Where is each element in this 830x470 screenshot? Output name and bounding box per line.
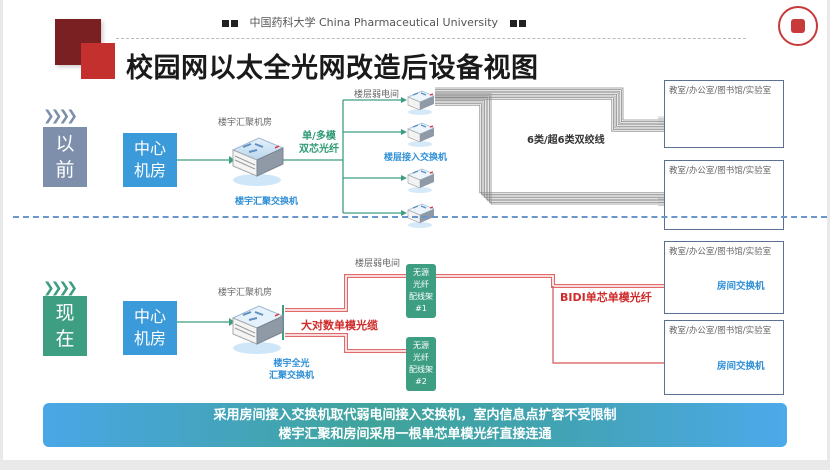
bidi-fiber-upper <box>436 275 682 287</box>
fiber-patch-panel-2: 无源 光纤 配线架 #2 <box>406 337 436 391</box>
after-center-room: 中心 机房 <box>123 301 177 355</box>
twisted-pair-bundle <box>435 87 668 205</box>
room-title: 教室/办公室/图书馆/实验室 <box>669 326 772 336</box>
fiber-patch-panel-1: 无源 光纤 配线架 #1 <box>406 264 436 318</box>
red-fiber-lines <box>282 274 682 364</box>
slide: 中国药科大学 China Pharmaceutical University 校… <box>3 0 827 460</box>
after-era-badge: 现 在 <box>43 296 87 356</box>
bidi-fiber-upper <box>436 274 682 288</box>
twisted-pair-wire <box>435 97 668 131</box>
summary-banner: 采用房间接入交换机取代弱电间接入交换机，室内信息点扩容不受限制 楼宇汇聚和房间采… <box>43 403 787 447</box>
twisted-pair-wire <box>435 103 668 195</box>
center-label-line: 中心 <box>133 139 166 158</box>
twisted-pair-wire <box>435 89 668 122</box>
before-building-room-label: 楼宇汇聚机房 <box>218 118 273 128</box>
twisted-pair-wire <box>435 87 668 121</box>
header-divider <box>116 38 746 39</box>
twisted-pair-wire <box>435 96 668 202</box>
odf-label-line: 无源 <box>413 268 429 277</box>
access-switch-label: 楼层接入交换机 <box>384 153 448 163</box>
before-center-room: 中心 机房 <box>123 133 177 187</box>
odf-label-line: #1 <box>415 304 427 313</box>
room-switch-label: 房间交换机 <box>717 281 765 292</box>
trunk-fiber-lower <box>285 334 406 352</box>
center-label-line: 机房 <box>133 329 166 348</box>
before-room-box: 教室/办公室/图书馆/实验室 <box>664 160 784 230</box>
after-floor-room-label: 楼层弱电间 <box>355 259 401 269</box>
room-title: 教室/办公室/图书馆/实验室 <box>669 86 772 96</box>
twisted-pair-wire <box>435 93 668 205</box>
before-room-box: 教室/办公室/图书馆/实验室 <box>664 80 784 148</box>
bullet-icon <box>518 19 526 27</box>
before-arrowheads <box>229 97 407 216</box>
university-seal-icon <box>778 6 818 46</box>
twisted-pair-wire <box>435 104 668 194</box>
university-header: 中国药科大学 China Pharmaceutical University <box>221 14 527 30</box>
switch-label-line: 汇聚交换机 <box>269 371 315 381</box>
fiber-label-line: 单/多模 <box>302 131 336 142</box>
era-label-line: 以 <box>55 133 75 155</box>
odf-label-line: 配线架 <box>409 365 433 374</box>
bullet-icon <box>231 19 238 27</box>
switch-label-line: 楼宇全光 <box>273 359 310 369</box>
banner-line: 楼宇汇聚和房间采用一根单芯单模光纤直接连通 <box>278 427 552 442</box>
odf-label-line: 配线架 <box>409 292 433 301</box>
university-name: 中国药科大学 China Pharmaceutical University <box>249 16 499 29</box>
twisted-pair-wire <box>435 98 668 132</box>
odf-label-line: #2 <box>415 377 427 386</box>
trunk-fiber-upper <box>285 275 406 311</box>
twisted-pair-wire <box>435 95 668 203</box>
bidi-fiber-label: BIDI单芯单模光纤 <box>560 291 652 304</box>
decor-square-red <box>81 43 115 79</box>
twisted-pair-wire <box>435 92 668 126</box>
odf-label-line: 光纤 <box>413 353 429 362</box>
section-divider <box>13 216 827 218</box>
twisted-pair-wire <box>435 95 668 129</box>
banner-line: 采用房间接入交换机取代弱电间接入交换机，室内信息点扩容不受限制 <box>213 408 617 423</box>
twisted-pair-wire <box>435 90 668 124</box>
before-era-badge: 以 前 <box>43 127 87 187</box>
center-label-line: 机房 <box>133 161 166 180</box>
page-title: 校园网以太全光网改造后设备视图 <box>126 53 539 84</box>
twisted-pair-wire <box>435 98 668 200</box>
room-title: 教室/办公室/图书馆/实验室 <box>669 247 772 257</box>
after-room-box: 教室/办公室/图书馆/实验室 房间交换机 <box>664 320 784 395</box>
era-label-line: 在 <box>55 328 75 350</box>
center-label-line: 中心 <box>133 307 166 326</box>
bidi-fiber-lower <box>552 286 682 364</box>
before-floor-room-label: 楼层弱电间 <box>354 90 400 100</box>
after-arrowhead <box>229 318 235 326</box>
twisted-pair-label: 6类/超6类双绞线 <box>527 135 605 146</box>
odf-label-line: 光纤 <box>413 280 429 289</box>
room-title: 教室/办公室/图书馆/实验室 <box>669 166 772 176</box>
trunk-cable-label: 大对数单模光缆 <box>301 319 378 332</box>
room-switch-label: 房间交换机 <box>717 361 765 372</box>
before-aggregation-switch-label: 楼宇汇聚交换机 <box>235 197 299 207</box>
bullet-icon <box>509 19 517 27</box>
before-fiber-lines <box>175 99 403 214</box>
fiber-label-line: 双芯光纤 <box>299 144 339 155</box>
after-building-room-label: 楼宇汇聚机房 <box>218 288 273 298</box>
twisted-pair-wire <box>435 94 668 127</box>
era-label-line: 前 <box>55 159 75 181</box>
era-label-line: 现 <box>55 302 75 324</box>
bullet-icon <box>222 19 229 27</box>
twisted-pair-wire <box>435 101 668 197</box>
before-chevron-icon: ❯❯❯❯ <box>43 108 78 124</box>
after-chevron-icon: ❯❯❯❯ <box>43 280 78 296</box>
twisted-pair-wire <box>435 100 668 199</box>
before-fiber-label: 单/多模 双芯光纤 <box>299 130 339 156</box>
after-room-box: 教室/办公室/图书馆/实验室 房间交换机 <box>664 241 784 314</box>
after-aggregation-switch-label: 楼宇全光 汇聚交换机 <box>269 358 314 382</box>
odf-label-line: 无源 <box>413 341 429 350</box>
